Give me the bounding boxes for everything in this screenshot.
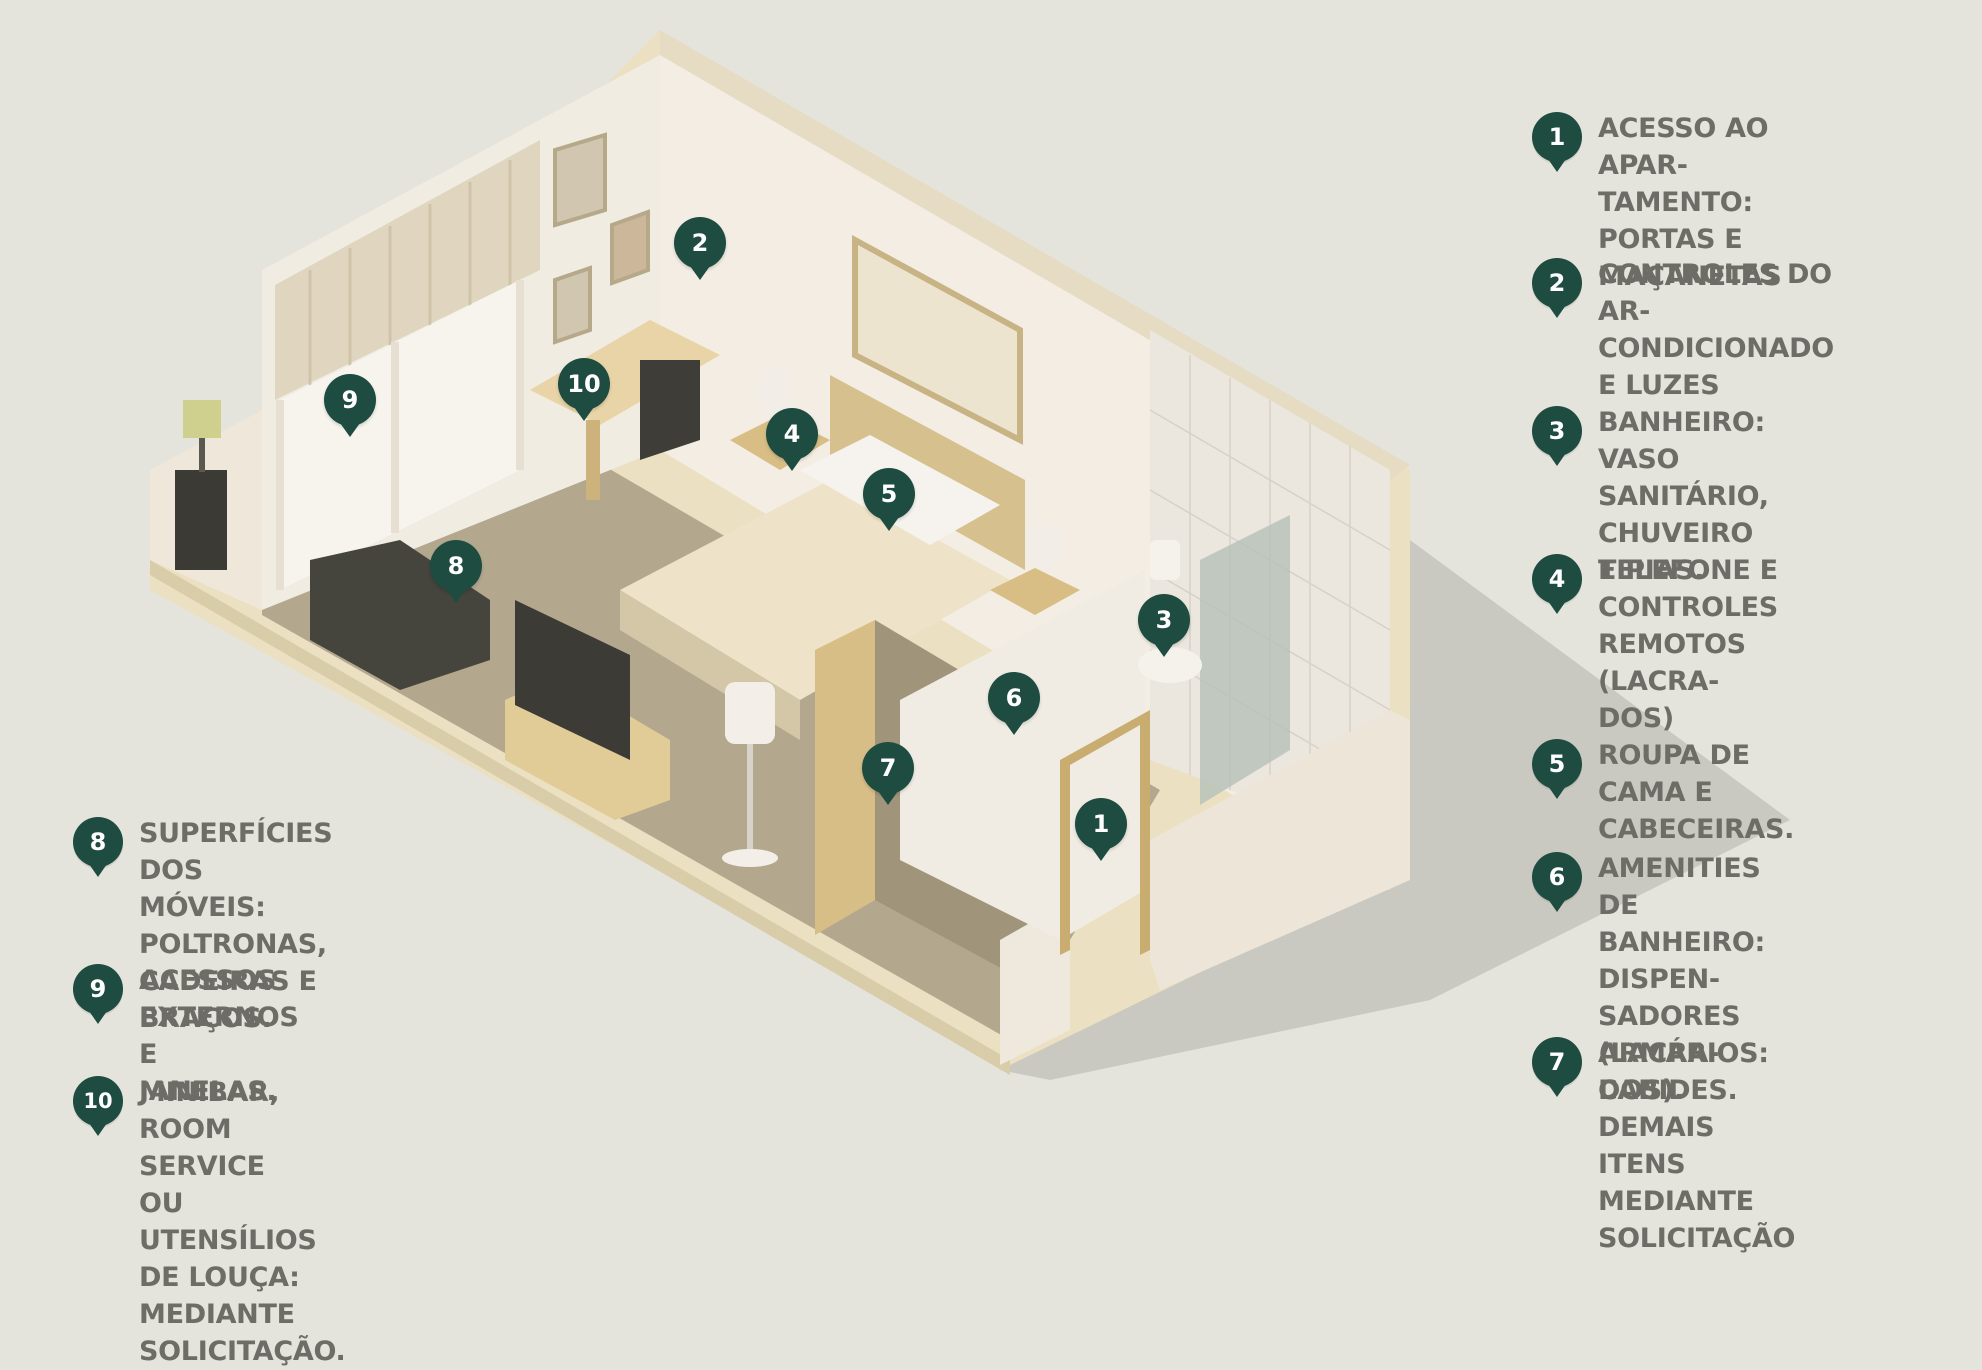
wall-frame: [852, 234, 1023, 445]
legend-item-10: 10 MINIBAR, ROOM SERVICE OU UTENSÍLIOS D…: [73, 1074, 346, 1370]
lamp-right: [1030, 525, 1064, 567]
legend-pin-4: 4: [1532, 554, 1582, 604]
bathroom-door-frame: [1060, 710, 1150, 955]
plant-stem: [199, 438, 205, 472]
desk-leg: [586, 420, 600, 500]
legend-pin-5: 5: [1532, 739, 1582, 789]
legend-pin-9: 9: [73, 964, 123, 1014]
map-marker-1: 1: [1075, 798, 1127, 850]
legend-pin-7: 7: [1532, 1037, 1582, 1087]
wall-top-edge: [660, 30, 1410, 480]
wardrobe: [815, 620, 875, 935]
map-marker-5: 5: [863, 468, 915, 520]
legend-item-2: 2 CONTROLES DO AR-CONDICIONADO E LUZES: [1532, 256, 1834, 404]
room-shadow: [1000, 540, 1790, 1080]
legend-label-5: ROUPA DE CAMA E CABECEIRAS.: [1598, 740, 1795, 845]
map-marker-10: 10: [558, 358, 610, 410]
legend-pin-1: 1: [1532, 112, 1582, 162]
floor-lamp-pole: [747, 744, 753, 854]
bathroom-front-wall: [1150, 710, 1410, 990]
legend-item-9: 9 ACESSOS EXTERNOS E JANELAS.: [73, 962, 299, 1110]
legend-item-7: 7 ARMÁRIOS: CABIDES. DEMAIS ITENS MEDIAN…: [1532, 1035, 1795, 1257]
desk-chair: [640, 360, 700, 460]
legend-label-1: ACESSO AO APAR- TAMENTO: PORTAS E MAÇANE…: [1598, 113, 1782, 292]
legend-pin-6: 6: [1532, 852, 1582, 902]
plant: [183, 400, 221, 438]
legend-item-4: 4 TELEFONE E CONTROLES REMOTOS (LACRA- D…: [1532, 552, 1778, 737]
window-glass: [280, 280, 520, 590]
floor-lamp-base: [722, 849, 778, 867]
map-marker-8: 8: [430, 540, 482, 592]
map-marker-3: 3: [1138, 594, 1190, 646]
wardrobe-front-wall: [1000, 900, 1070, 1065]
legend-pin-2: 2: [1532, 258, 1582, 308]
legend-pin-10: 10: [73, 1076, 123, 1126]
legend-item-5: 5 ROUPA DE CAMA E CABECEIRAS.: [1532, 737, 1794, 848]
shower-glass: [1200, 515, 1290, 805]
map-marker-9: 9: [324, 374, 376, 426]
legend-item-1: 1 ACESSO AO APAR- TAMENTO: PORTAS E MAÇA…: [1532, 110, 1782, 295]
legend-label-9: ACESSOS EXTERNOS E JANELAS.: [139, 965, 299, 1107]
legend-item-8: 8 SUPERFÍCIES DOS MÓVEIS: POLTRONAS, CAD…: [73, 815, 333, 1037]
legend-label-6: AMENITIES DE BANHEIRO: DISPEN- SADORES (…: [1598, 853, 1765, 1106]
plant-pot: [175, 470, 227, 570]
window-frames: [276, 280, 524, 590]
window-blind: [275, 140, 540, 400]
legend-label-10: MINIBAR, ROOM SERVICE OU UTENSÍLIOS DE L…: [139, 1077, 346, 1367]
map-marker-6: 6: [988, 672, 1040, 724]
legend-label-3: BANHEIRO: VASO SANITÁRIO, CHUVEIRO E PIA…: [1598, 407, 1769, 586]
floor-lamp-shade: [725, 682, 775, 744]
map-marker-2: 2: [674, 217, 726, 269]
wall-picture-2: [610, 209, 650, 286]
wall-picture-3: [553, 265, 592, 345]
toilet-tank: [1150, 540, 1180, 580]
legend-item-3: 3 BANHEIRO: VASO SANITÁRIO, CHUVEIRO E P…: [1532, 404, 1769, 589]
bathroom-partition: [900, 570, 1145, 940]
tv: [515, 600, 630, 760]
wall-picture-1: [553, 132, 607, 228]
nightstand-right: [990, 568, 1080, 615]
floor-slab-front: [150, 560, 1010, 1075]
legend-label-2: CONTROLES DO AR-CONDICIONADO E LUZES: [1598, 259, 1834, 401]
map-marker-7: 7: [862, 742, 914, 794]
legend-label-8: SUPERFÍCIES DOS MÓVEIS: POLTRONAS, CADEI…: [139, 818, 333, 1034]
blind-folds: [308, 160, 512, 385]
legend-label-4: TELEFONE E CONTROLES REMOTOS (LACRA- DOS…: [1598, 555, 1778, 734]
legend-label-7: ARMÁRIOS: CABIDES. DEMAIS ITENS MEDIANTE…: [1598, 1038, 1796, 1254]
map-marker-4: 4: [766, 408, 818, 460]
legend-item-6: 6 AMENITIES DE BANHEIRO: DISPEN- SADORES…: [1532, 850, 1765, 1109]
bed: [620, 480, 1010, 700]
lamp-left: [757, 370, 793, 414]
legend-pin-8: 8: [73, 817, 123, 867]
legend-pin-3: 3: [1532, 406, 1582, 456]
